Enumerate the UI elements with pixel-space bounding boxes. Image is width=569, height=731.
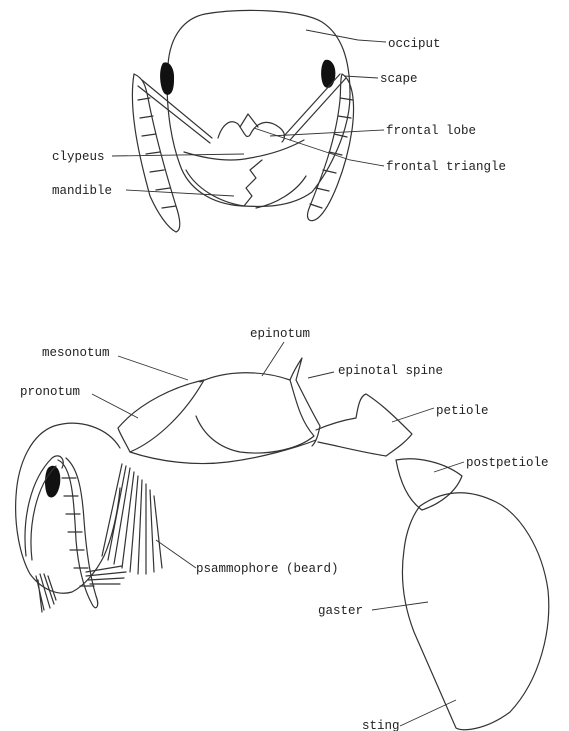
antenna-left bbox=[132, 74, 212, 232]
eye-right bbox=[321, 60, 335, 88]
antenna-lateral bbox=[25, 456, 98, 608]
label-frontal-triangle: frontal triangle bbox=[386, 160, 506, 174]
eye-left bbox=[160, 62, 174, 94]
clypeus-shape bbox=[184, 140, 304, 160]
node-postpetiole-outline bbox=[396, 459, 462, 510]
label-epinotum: epinotum bbox=[250, 327, 310, 341]
label-psammophore: psammophore (beard) bbox=[196, 562, 339, 576]
antenna-right bbox=[284, 74, 354, 221]
label-petiole: petiole bbox=[436, 404, 489, 418]
frontal-lobe-shape bbox=[218, 122, 284, 142]
body-lateral-view: epinotum mesonotum epinotal spine pronot… bbox=[16, 327, 549, 731]
label-epinotal-spine: epinotal spine bbox=[338, 364, 443, 378]
label-gaster: gaster bbox=[318, 604, 363, 618]
epinotum-shape bbox=[290, 358, 320, 446]
head-capsule-outline bbox=[167, 10, 350, 206]
head-frontal-view: occiput scape frontal lobe frontal trian… bbox=[52, 10, 506, 232]
label-clypeus: clypeus bbox=[52, 150, 105, 164]
label-frontal-lobe: frontal lobe bbox=[386, 124, 476, 138]
head-lateral-outline bbox=[16, 423, 120, 593]
leader-petiole bbox=[392, 408, 434, 422]
mesonotum-shape bbox=[196, 373, 314, 453]
leader-epinotum bbox=[262, 342, 284, 376]
leader-pronotum bbox=[92, 394, 138, 418]
leader-mesonotum bbox=[118, 356, 188, 380]
mandibles bbox=[186, 160, 306, 208]
node-petiole-outline bbox=[316, 394, 412, 456]
leader-gaster bbox=[372, 602, 428, 610]
frontal-triangle-shape bbox=[240, 114, 258, 127]
leader-sting bbox=[400, 700, 456, 726]
label-mandible: mandible bbox=[52, 184, 112, 198]
leader-mandible bbox=[126, 190, 234, 196]
leader-clypeus bbox=[112, 154, 244, 156]
lower-thorax bbox=[130, 440, 316, 464]
leader-epinotal-spine bbox=[308, 372, 334, 378]
label-mesonotum: mesonotum bbox=[42, 346, 110, 360]
label-scape: scape bbox=[380, 72, 418, 86]
label-postpetiole: postpetiole bbox=[466, 456, 549, 470]
leader-occiput bbox=[306, 30, 386, 42]
gaster-outline bbox=[402, 493, 548, 730]
label-sting: sting bbox=[362, 719, 400, 731]
pronotum-shape bbox=[118, 380, 204, 452]
label-occiput: occiput bbox=[388, 37, 441, 51]
label-pronotum: pronotum bbox=[20, 385, 80, 399]
